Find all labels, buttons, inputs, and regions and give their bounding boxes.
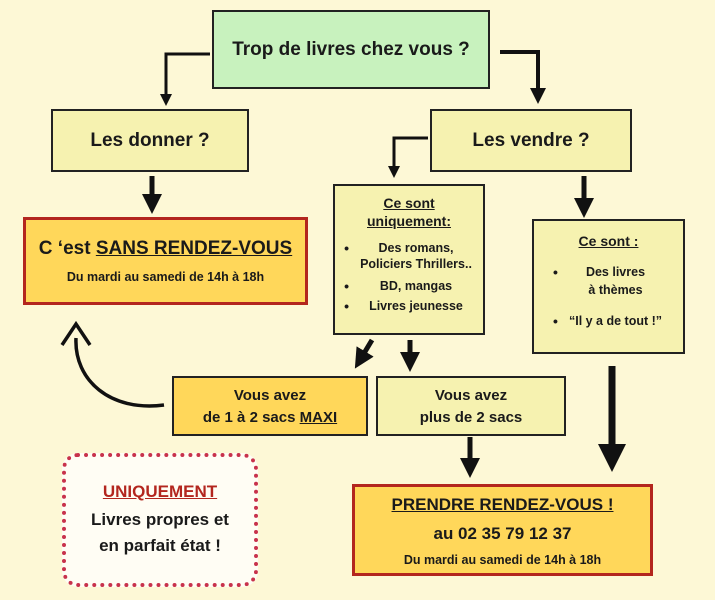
list-item: “Il y a de tout !” <box>553 311 663 331</box>
arrow-maxi-curve-to-sansrdv <box>74 337 165 408</box>
uniquement-title-line1: Ce sont <box>383 195 435 211</box>
note-title: UNIQUEMENT <box>102 482 218 501</box>
list-item: Des romans, Policiers Thrillers.. <box>344 240 472 272</box>
note-line2: en parfait état ! <box>99 536 221 555</box>
sans-rdv-emphasis: SANS RENDEZ-VOUS <box>95 238 293 259</box>
sans-rdv-box: C ‘est SANS RENDEZ-VOUS Du mardi au same… <box>23 217 308 305</box>
list-item-text: Policiers Thrillers.. <box>360 257 472 271</box>
plus-sacs-box: Vous avez plus de 2 sacs <box>376 376 566 436</box>
vendre-box: Les vendre ? <box>430 109 632 172</box>
top-question-text: Trop de livres chez vous ? <box>232 39 470 60</box>
list-item-text: “Il y a de tout !” <box>568 314 663 328</box>
themes-box: Ce sont : Des livres à thèmes “Il y a de… <box>532 219 685 354</box>
list-item: Des livres à thèmes <box>553 263 662 299</box>
sans-rdv-hours: Du mardi au samedi de 14h à 18h <box>66 270 265 284</box>
arrow-uniquement-to-maxi <box>354 338 375 369</box>
rdv-phone: au 02 35 79 12 37 <box>433 524 572 543</box>
arrow-vendre-to-uniquement <box>388 136 428 178</box>
sacs-maxi-line1: Vous avez <box>233 387 307 404</box>
sacs-maxi-prefix: de 1 à 2 sacs <box>202 409 300 426</box>
list-item-text: BD, mangas <box>379 279 453 293</box>
donner-text: Les donner ? <box>90 130 210 151</box>
rdv-hours: Du mardi au samedi de 14h à 18h <box>403 553 602 567</box>
uniquement-box: Ce sont uniquement: Des romans, Policier… <box>333 184 485 335</box>
note-line1: Livres propres et <box>91 510 229 529</box>
sans-rdv-prefix: C ‘est <box>38 238 96 259</box>
uniquement-note: UNIQUEMENT Livres propres et en parfait … <box>62 453 258 587</box>
arrow-curve-head <box>60 320 92 346</box>
plus-sacs-line1: Vous avez <box>434 387 508 404</box>
sacs-maxi-box: Vous avez de 1 à 2 sacs MAXI <box>172 376 368 436</box>
list-item-text: Des romans, <box>378 241 454 255</box>
list-item: Livres jeunesse <box>344 296 472 316</box>
rdv-title: PRENDRE RENDEZ-VOUS ! <box>391 495 614 514</box>
themes-list: Des livres à thèmes “Il y a de tout !” <box>553 263 663 331</box>
themes-title: Ce sont : <box>578 233 639 249</box>
sacs-maxi-emphasis: MAXI <box>299 409 338 426</box>
arrow-top-to-donner <box>160 52 210 106</box>
vendre-text: Les vendre ? <box>472 130 590 151</box>
rdv-box: PRENDRE RENDEZ-VOUS ! au 02 35 79 12 37 … <box>352 484 653 576</box>
list-item-text: Livres jeunesse <box>369 299 463 313</box>
list-item: BD, mangas <box>344 276 472 296</box>
uniquement-title-line2: uniquement: <box>367 213 451 229</box>
list-item-text: Des livres <box>585 265 646 279</box>
top-question-box: Trop de livres chez vous ? <box>212 10 490 89</box>
list-item-text: à thèmes <box>588 283 643 297</box>
donner-box: Les donner ? <box>51 109 249 172</box>
arrow-top-to-vendre <box>500 50 546 104</box>
uniquement-list: Des romans, Policiers Thrillers.. BD, ma… <box>344 240 472 316</box>
plus-sacs-line2: plus de 2 sacs <box>419 409 523 426</box>
